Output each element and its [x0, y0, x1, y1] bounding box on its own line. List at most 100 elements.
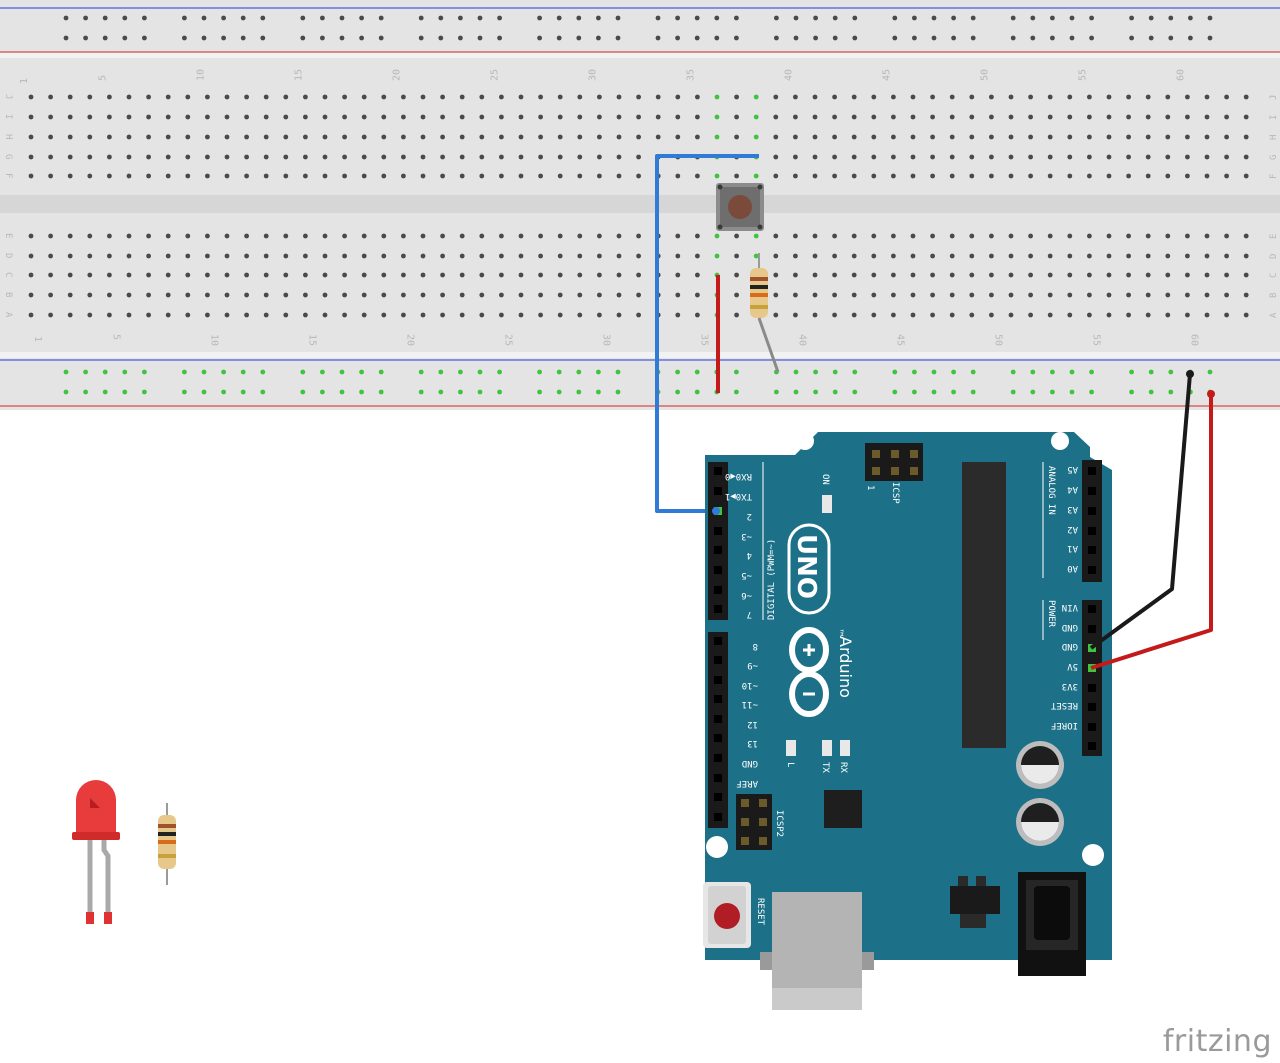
breadboard-hole[interactable]: [107, 272, 112, 278]
rail-hole[interactable]: [675, 15, 680, 21]
breadboard-hole[interactable]: [420, 134, 426, 140]
rail-hole[interactable]: [774, 15, 779, 21]
breadboard-hole[interactable]: [714, 253, 720, 259]
breadboard-hole[interactable]: [891, 94, 896, 100]
rail-hole[interactable]: [1207, 369, 1213, 375]
breadboard-hole[interactable]: [793, 114, 798, 120]
breadboard-hole[interactable]: [1145, 312, 1151, 318]
rail-hole[interactable]: [951, 389, 956, 395]
rail-hole[interactable]: [320, 35, 325, 41]
breadboard-hole[interactable]: [165, 253, 171, 259]
breadboard-hole[interactable]: [499, 154, 504, 160]
breadboard-hole[interactable]: [675, 292, 681, 298]
rail-hole[interactable]: [418, 35, 424, 41]
loose-resistor[interactable]: [158, 803, 176, 885]
breadboard-hole[interactable]: [851, 154, 857, 160]
breadboard-hole[interactable]: [263, 292, 269, 298]
rail-hole[interactable]: [1050, 35, 1055, 41]
breadboard-hole[interactable]: [714, 94, 720, 100]
rail-hole[interactable]: [1089, 389, 1094, 395]
breadboard-hole[interactable]: [1028, 312, 1033, 318]
breadboard-hole[interactable]: [224, 94, 230, 100]
breadboard-hole[interactable]: [1008, 134, 1014, 140]
breadboard-hole[interactable]: [969, 94, 975, 100]
breadboard-hole[interactable]: [303, 253, 308, 259]
breadboard-hole[interactable]: [891, 312, 896, 318]
breadboard-hole[interactable]: [283, 233, 289, 239]
rail-hole[interactable]: [83, 35, 88, 41]
breadboard-hole[interactable]: [67, 114, 73, 120]
breadboard-hole[interactable]: [773, 94, 779, 100]
breadboard-hole[interactable]: [1126, 253, 1131, 259]
breadboard-hole[interactable]: [636, 272, 641, 278]
breadboard-hole[interactable]: [1243, 272, 1249, 278]
breadboard-hole[interactable]: [557, 154, 563, 160]
breadboard-hole[interactable]: [361, 134, 367, 140]
rail-hole[interactable]: [1168, 389, 1174, 395]
breadboard-hole[interactable]: [871, 233, 877, 239]
digital-pin[interactable]: [714, 813, 722, 821]
breadboard-hole[interactable]: [479, 272, 485, 278]
rail-hole[interactable]: [1030, 369, 1036, 375]
breadboard-hole[interactable]: [714, 114, 720, 120]
digital-pin[interactable]: [714, 605, 722, 613]
breadboard-hole[interactable]: [930, 134, 935, 140]
breadboard-hole[interactable]: [1067, 253, 1073, 259]
breadboard-hole[interactable]: [126, 134, 132, 140]
breadboard-hole[interactable]: [930, 292, 935, 298]
rail-hole[interactable]: [1148, 15, 1154, 21]
breadboard-hole[interactable]: [244, 94, 250, 100]
rail-hole[interactable]: [892, 369, 898, 375]
breadboard-hole[interactable]: [322, 253, 328, 259]
breadboard-hole[interactable]: [930, 253, 935, 259]
breadboard-hole[interactable]: [989, 154, 994, 160]
breadboard-hole[interactable]: [1067, 154, 1073, 160]
breadboard-hole[interactable]: [401, 154, 406, 160]
breadboard-hole[interactable]: [263, 134, 269, 140]
breadboard-hole[interactable]: [930, 173, 935, 179]
breadboard-hole[interactable]: [557, 134, 563, 140]
rail-hole[interactable]: [122, 369, 128, 375]
breadboard-hole[interactable]: [263, 233, 269, 239]
breadboard-hole[interactable]: [28, 94, 34, 100]
rail-hole[interactable]: [596, 15, 601, 21]
breadboard-hole[interactable]: [616, 233, 622, 239]
breadboard-hole[interactable]: [910, 292, 916, 298]
rail-hole[interactable]: [734, 389, 739, 395]
breadboard-hole[interactable]: [303, 272, 308, 278]
breadboard-hole[interactable]: [1165, 233, 1171, 239]
digital-pin[interactable]: [714, 467, 722, 475]
breadboard-hole[interactable]: [1243, 233, 1249, 239]
breadboard-hole[interactable]: [753, 233, 759, 239]
breadboard-hole[interactable]: [1087, 312, 1092, 318]
breadboard-hole[interactable]: [146, 253, 152, 259]
rail-hole[interactable]: [1207, 35, 1213, 41]
breadboard-hole[interactable]: [773, 253, 779, 259]
breadboard-hole[interactable]: [165, 272, 171, 278]
rail-hole[interactable]: [931, 369, 937, 375]
breadboard-hole[interactable]: [1204, 173, 1210, 179]
breadboard-hole[interactable]: [949, 312, 955, 318]
breadboard-hole[interactable]: [224, 312, 230, 318]
breadboard-hole[interactable]: [851, 312, 857, 318]
breadboard-hole[interactable]: [165, 114, 171, 120]
breadboard-hole[interactable]: [87, 233, 93, 239]
breadboard-hole[interactable]: [832, 292, 837, 298]
breadboard-hole[interactable]: [146, 114, 152, 120]
breadboard-hole[interactable]: [107, 312, 112, 318]
breadboard-hole[interactable]: [1106, 134, 1112, 140]
breadboard-hole[interactable]: [871, 154, 877, 160]
rail-hole[interactable]: [1129, 35, 1134, 41]
rail-hole[interactable]: [1089, 15, 1094, 21]
breadboard-hole[interactable]: [871, 312, 877, 318]
breadboard-hole[interactable]: [28, 154, 34, 160]
rail-hole[interactable]: [912, 35, 917, 41]
breadboard-hole[interactable]: [1243, 154, 1249, 160]
breadboard-hole[interactable]: [342, 114, 347, 120]
breadboard-hole[interactable]: [1047, 173, 1053, 179]
breadboard-hole[interactable]: [1204, 292, 1210, 298]
rail-hole[interactable]: [556, 369, 562, 375]
breadboard-hole[interactable]: [793, 154, 798, 160]
breadboard-hole[interactable]: [753, 114, 759, 120]
rail-hole[interactable]: [931, 389, 937, 395]
